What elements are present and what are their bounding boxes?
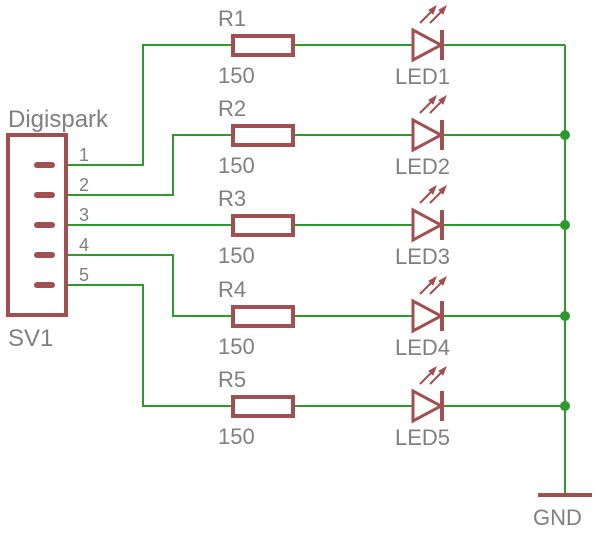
led-label-5: LED5 <box>395 425 450 450</box>
led5-symbol <box>411 365 447 424</box>
wire-pin4 <box>66 254 233 317</box>
led-label-2: LED2 <box>395 154 450 179</box>
pin-label-1: 1 <box>79 145 89 165</box>
resistor-label-r1: R1 <box>218 6 246 31</box>
resistor-label-r3: R3 <box>218 186 246 211</box>
led1-symbol <box>411 4 447 63</box>
resistor-label-r5: R5 <box>218 367 246 392</box>
led-label-4: LED4 <box>395 335 450 360</box>
resistor-r4 <box>231 305 295 328</box>
led2-symbol <box>411 94 447 153</box>
junctions <box>560 130 570 411</box>
junction-dot <box>560 401 570 411</box>
connector-ref: SV1 <box>8 325 53 352</box>
labels: Digispark SV1 1 2 3 4 5 R1 150 R2 150 R3… <box>8 6 582 530</box>
leds <box>411 4 447 424</box>
led4-symbol <box>411 275 447 334</box>
junction-dot <box>560 130 570 140</box>
pin-label-5: 5 <box>79 265 89 285</box>
junction-dot <box>560 311 570 321</box>
pin-label-4: 4 <box>79 235 89 255</box>
resistor-r2 <box>231 124 295 147</box>
resistor-label-r4: R4 <box>218 277 246 302</box>
junction-dot <box>560 220 570 230</box>
resistor-value-r3: 150 <box>218 243 255 268</box>
led3-symbol <box>411 184 447 243</box>
resistor-value-r2: 150 <box>218 153 255 178</box>
ground-label: GND <box>533 505 582 530</box>
resistor-r1 <box>231 34 295 57</box>
resistor-r3 <box>231 214 295 237</box>
resistor-r5 <box>231 395 295 418</box>
wires <box>66 44 566 495</box>
resistor-label-r2: R2 <box>218 96 246 121</box>
connector-sv1 <box>6 133 68 317</box>
pin-label-3: 3 <box>79 205 89 225</box>
connector-body <box>6 133 68 317</box>
resistors <box>231 34 295 418</box>
wire-pin5 <box>66 284 233 407</box>
wire-pin1 <box>66 44 233 166</box>
pin-label-2: 2 <box>79 175 89 195</box>
resistor-value-r1: 150 <box>218 63 255 88</box>
connector-name: Digispark <box>8 106 109 133</box>
connector-pins <box>34 162 55 288</box>
wire-pin2 <box>66 134 233 196</box>
led-label-3: LED3 <box>395 244 450 269</box>
led-label-1: LED1 <box>395 64 450 89</box>
resistor-value-r4: 150 <box>218 334 255 359</box>
resistor-value-r5: 150 <box>218 424 255 449</box>
